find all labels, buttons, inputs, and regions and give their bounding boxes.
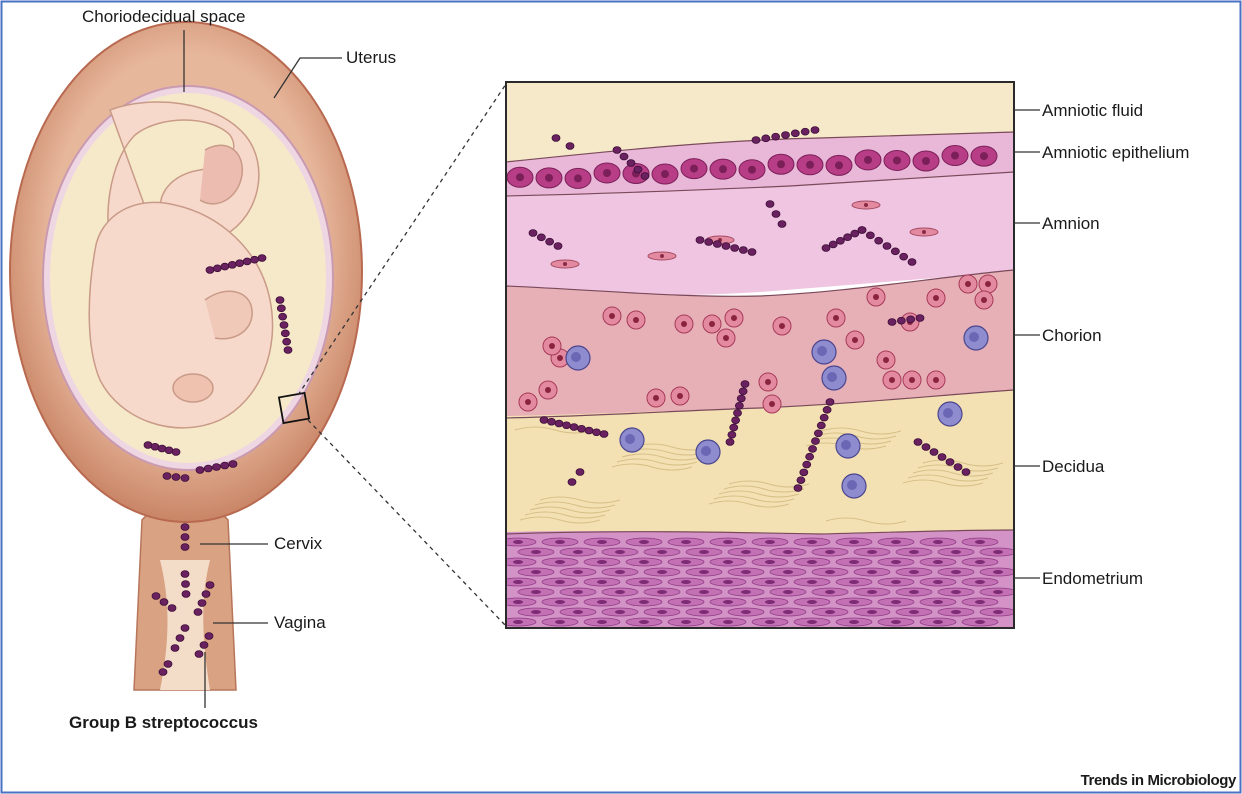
label-choriodecidual-space: Choriodecidual space [82,7,246,26]
streptococcus-chain [181,571,190,598]
label-amniotic-epithelium: Amniotic epithelium [1042,143,1189,162]
label-amniotic-fluid: Amniotic fluid [1042,101,1143,120]
journal-credit: Trends in Microbiology [1081,772,1237,789]
zoom-line-bottom [308,420,506,626]
uterus-illustration [10,22,506,690]
label-vagina: Vagina [274,613,326,632]
streptococcus-chain [181,524,189,551]
label-uterus: Uterus [346,48,396,67]
endometrium-cells [500,538,1016,626]
label-cervix: Cervix [274,534,323,553]
label-group-b-streptococcus: Group B streptococcus [69,713,258,732]
right-labels: Amniotic fluid Amniotic epithelium Amnio… [1014,101,1189,588]
label-chorion: Chorion [1042,326,1102,345]
label-amnion: Amnion [1042,214,1100,233]
label-endometrium: Endometrium [1042,569,1143,588]
tissue-section [500,82,1016,628]
label-decidua: Decidua [1042,457,1105,476]
